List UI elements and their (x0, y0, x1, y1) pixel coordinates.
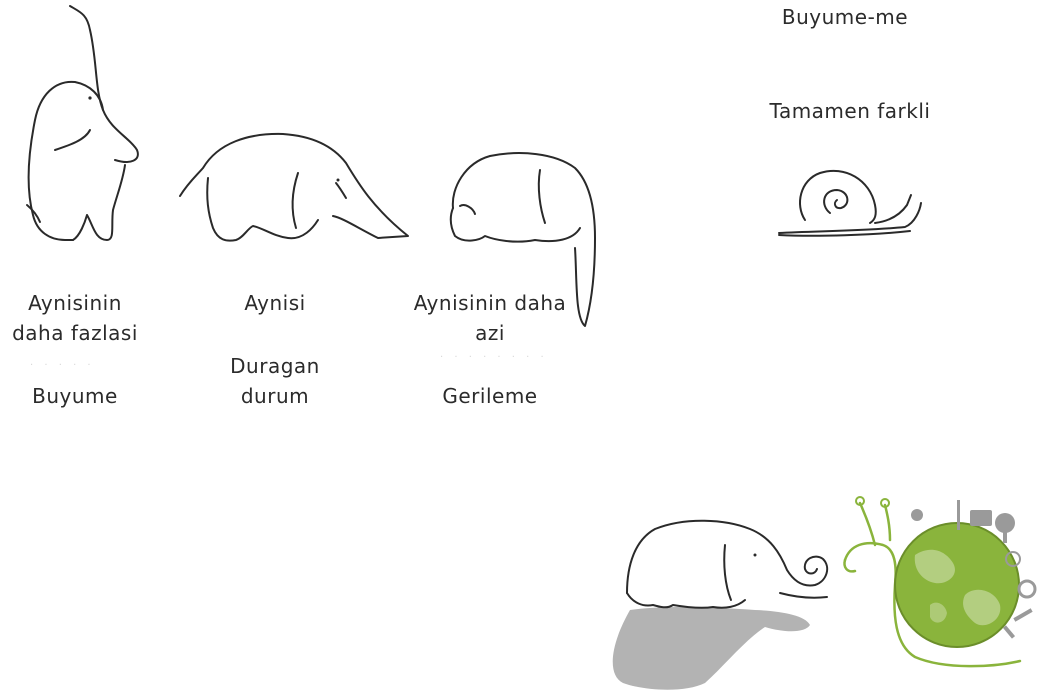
elephant-trunk-up-icon (15, 0, 145, 250)
snail-globe-icon (835, 485, 1039, 675)
right-title: Buyume-me (770, 2, 920, 32)
column-3-label: Aynisinin daha azi (405, 288, 575, 348)
column-1-line2: daha fazlasi (0, 318, 150, 348)
column-2-label: Aynisi (200, 288, 350, 318)
elephant-trunk-down-icon (178, 128, 410, 248)
column-2-category-line1: Duragan (200, 351, 350, 381)
elephant-snail-tail-icon (605, 515, 840, 693)
faint-dots-left: · · · · · (30, 360, 95, 371)
column-3-line2: azi (405, 318, 575, 348)
column-1-category: Buyume (0, 381, 150, 411)
column-1-label: Aynisinin daha fazlasi (0, 288, 150, 348)
column-2-category-line2: durum (200, 381, 350, 411)
column-2-category: Duragan durum (200, 351, 350, 411)
column-3-line1: Aynisinin daha (405, 288, 575, 318)
right-subtitle: Tamamen farkli (755, 96, 945, 126)
column-3-category: Gerileme (405, 381, 575, 411)
column-1-line1: Aynisinin (0, 288, 150, 318)
faint-dots-right: · · · · · · · · (440, 352, 548, 363)
snail-icon (775, 165, 925, 240)
